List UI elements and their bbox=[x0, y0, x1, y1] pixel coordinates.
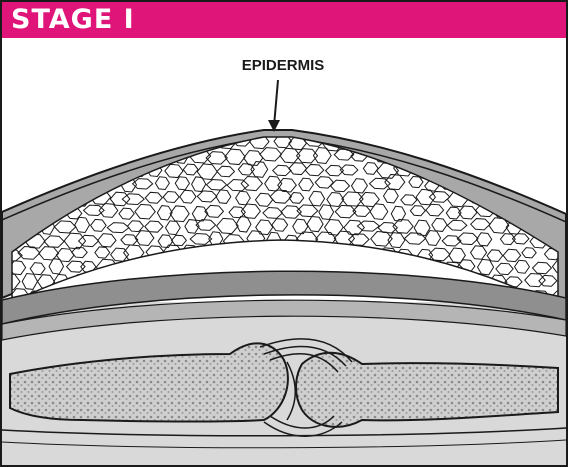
fat-cell bbox=[528, 152, 549, 162]
fat-cell bbox=[74, 134, 92, 147]
fat-cell bbox=[47, 149, 64, 160]
fat-cell bbox=[38, 134, 54, 149]
fat-cell bbox=[540, 192, 560, 204]
fat-cell bbox=[126, 136, 145, 148]
fat-cell bbox=[143, 138, 161, 149]
fat-cell bbox=[117, 152, 132, 162]
fat-cell bbox=[407, 261, 428, 273]
fat-cell bbox=[432, 137, 451, 150]
fat-cell bbox=[324, 247, 339, 259]
fat-cell bbox=[345, 247, 364, 261]
fat-cell bbox=[8, 150, 24, 162]
fat-cell bbox=[151, 264, 170, 275]
fat-cell bbox=[132, 262, 153, 273]
fat-cell bbox=[398, 138, 412, 150]
fat-cell bbox=[517, 176, 532, 188]
fat-cell bbox=[486, 163, 501, 175]
fat-cell bbox=[367, 259, 384, 274]
fat-cell bbox=[204, 262, 225, 272]
fat-cell bbox=[540, 163, 555, 175]
fat-cell bbox=[532, 178, 551, 193]
fat-cell bbox=[417, 134, 432, 150]
fat-cell bbox=[102, 150, 118, 162]
fat-cell bbox=[460, 148, 477, 161]
fat-cell bbox=[290, 248, 310, 258]
fat-cell bbox=[446, 151, 461, 162]
fat-cell bbox=[40, 164, 55, 175]
fat-cell bbox=[554, 180, 566, 191]
fat-cell bbox=[56, 135, 74, 146]
fat-cell bbox=[3, 163, 19, 177]
fat-cell bbox=[489, 136, 505, 151]
fat-cell bbox=[522, 138, 543, 149]
fat-cell bbox=[2, 137, 17, 148]
fat-cell bbox=[360, 248, 381, 261]
fat-cell bbox=[269, 248, 286, 262]
fat-cell bbox=[525, 166, 540, 178]
fat-cell bbox=[22, 164, 39, 180]
fat-cell bbox=[82, 149, 99, 165]
fat-cell bbox=[252, 247, 272, 263]
fat-cell bbox=[235, 248, 256, 259]
fat-cell bbox=[187, 261, 207, 271]
fat-cell bbox=[9, 177, 24, 189]
fat-cell bbox=[202, 247, 220, 261]
fat-cell bbox=[542, 134, 558, 147]
fat-cell bbox=[31, 150, 46, 160]
fat-cell bbox=[447, 137, 468, 149]
fat-cell bbox=[479, 147, 493, 161]
fat-cell bbox=[52, 163, 71, 179]
epidermis-arrow-line bbox=[274, 80, 278, 126]
fat-cell bbox=[392, 264, 407, 274]
fat-cell bbox=[311, 248, 325, 262]
fat-cell bbox=[165, 134, 180, 149]
epidermis-label: EPIDERMIS bbox=[228, 57, 338, 74]
fat-cell bbox=[2, 191, 21, 203]
fat-cell bbox=[427, 148, 444, 161]
fat-cell bbox=[514, 150, 531, 160]
fat-cell bbox=[469, 161, 488, 175]
fat-cell bbox=[27, 179, 45, 192]
fat-cell bbox=[227, 261, 245, 273]
fat-cell bbox=[505, 135, 520, 145]
fat-cell bbox=[105, 136, 127, 147]
fat-cell bbox=[66, 148, 80, 163]
fat-cell bbox=[218, 246, 238, 258]
fat-cell bbox=[119, 262, 140, 276]
fat-cell bbox=[494, 151, 515, 162]
fat-cell bbox=[87, 132, 109, 148]
fat-cell bbox=[502, 162, 520, 175]
fat-cell bbox=[20, 134, 35, 149]
fat-cell bbox=[551, 149, 566, 160]
fat-cell bbox=[465, 134, 485, 148]
fat-cell bbox=[72, 164, 89, 175]
